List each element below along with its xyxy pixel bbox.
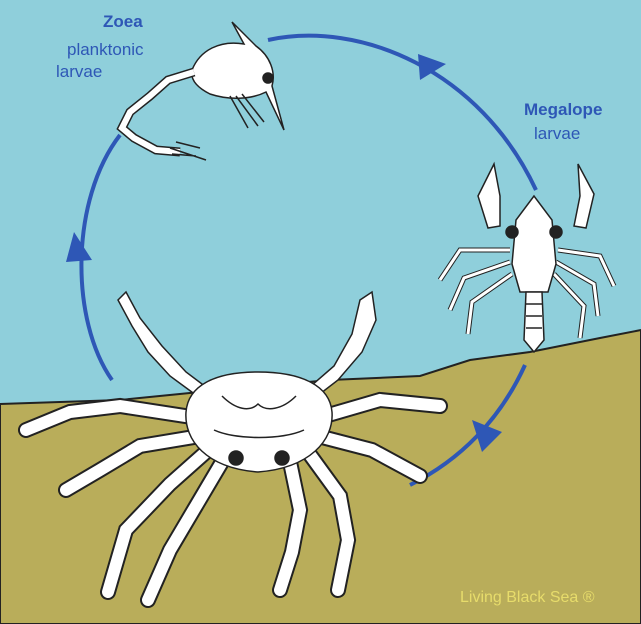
watermark-text: Living Black Sea ®: [460, 589, 595, 607]
zoea-subtitle-line2: larvae: [56, 62, 102, 82]
megalope-subtitle-label: larvae: [534, 124, 580, 144]
zoea-title-label: Zoea: [103, 12, 143, 32]
zoea-subtitle-line1: planktonic: [67, 40, 144, 60]
megalope-title-label: Megalope: [524, 100, 602, 120]
